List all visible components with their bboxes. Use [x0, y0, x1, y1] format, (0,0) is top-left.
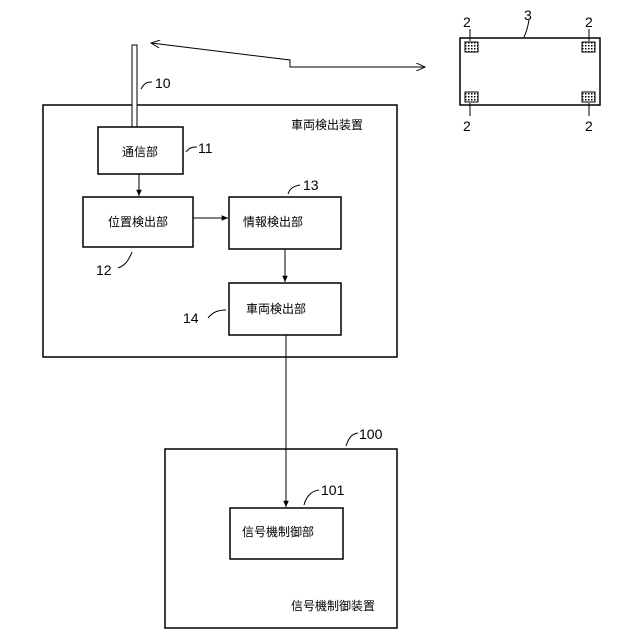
- position-detection-unit-ref: 12: [96, 262, 112, 278]
- position-detection-unit-leader: [118, 252, 132, 268]
- tag-bottom-left: [465, 92, 478, 102]
- tag-top-left: [465, 42, 478, 52]
- communication-unit-label: 通信部: [122, 144, 158, 159]
- wireless-link-arrow: [151, 43, 425, 67]
- antenna-ref-number: 10: [155, 75, 171, 91]
- communication-unit-ref: 11: [198, 140, 213, 156]
- tag-bottom-left-ref: 2: [463, 118, 471, 134]
- information-detection-unit-ref: 13: [303, 177, 319, 193]
- signal-control-device-ref: 100: [359, 426, 383, 442]
- signal-control-unit-label: 信号機制御部: [242, 524, 314, 539]
- tag-bottom-right-ref: 2: [585, 118, 593, 134]
- signal-control-unit-ref: 101: [321, 482, 345, 498]
- communication-unit-leader: [186, 147, 197, 152]
- signal-control-unit-leader: [304, 490, 319, 505]
- tag-bottom-right: [582, 92, 595, 102]
- signal-control-device-title: 信号機制御装置: [291, 598, 375, 613]
- signal-control-device-leader: [346, 433, 358, 446]
- antenna: [132, 45, 137, 127]
- vehicle-detection-unit-label: 車両検出部: [246, 301, 306, 316]
- tag-top-right-ref: 2: [585, 14, 593, 30]
- tag-top-right: [582, 42, 595, 52]
- tag-top-left-ref: 2: [463, 14, 471, 30]
- information-detection-unit-leader: [288, 185, 300, 194]
- vehicle-ref: 3: [524, 7, 532, 23]
- information-detection-unit-label: 情報検出部: [243, 214, 303, 229]
- vehicle-detection-unit-leader: [208, 310, 226, 318]
- vehicle-detection-unit-ref: 14: [183, 310, 199, 326]
- vehicle-box: [460, 38, 600, 105]
- position-detection-unit-label: 位置検出部: [108, 214, 168, 229]
- antenna-leader-line: [141, 82, 152, 89]
- vehicle-detection-device-title: 車両検出装置: [291, 118, 363, 132]
